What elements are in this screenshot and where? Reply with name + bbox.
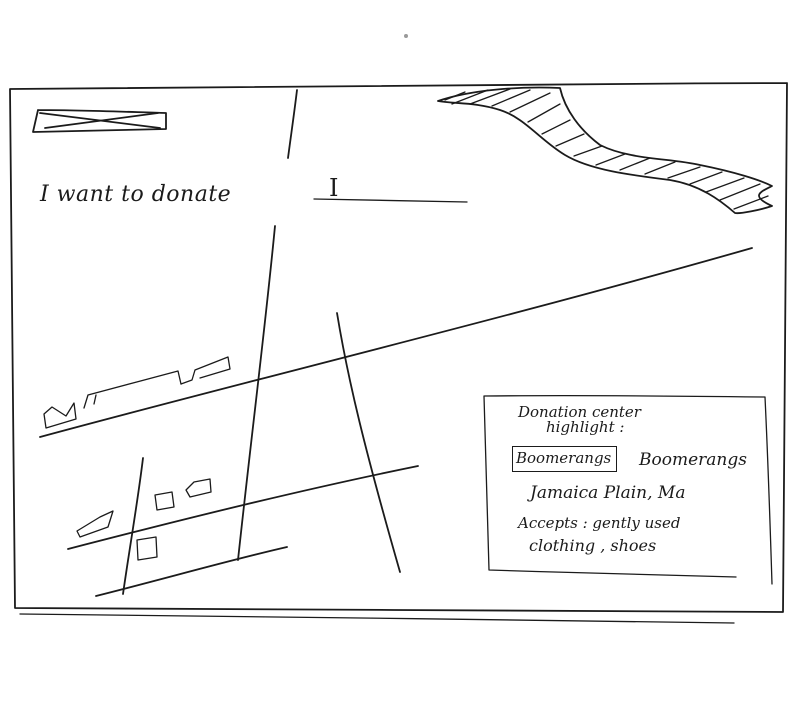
frame-bottom-line: [19, 613, 735, 624]
panel-title: Donation center: [518, 403, 641, 421]
text-cursor-icon[interactable]: I: [329, 174, 339, 202]
building-block-icon: [76, 478, 212, 561]
center-logo-badge[interactable]: [512, 446, 617, 472]
hatched-water-area-icon: [437, 86, 773, 215]
panel-subtitle: highlight :: [546, 418, 625, 436]
street-vertical-lower: [122, 457, 144, 595]
search-input-underline: [313, 198, 468, 203]
highlight-panel-border: [483, 394, 773, 585]
street-curved-right: [336, 312, 401, 573]
center-logo-text: Boomerangs: [516, 449, 612, 467]
street-vertical-top: [287, 89, 298, 159]
street-diagonal-lower2: [95, 546, 288, 597]
street-diagonal-lower1: [67, 465, 419, 550]
center-location: Jamaica Plain, Ma: [530, 483, 686, 503]
building-block-icon: [43, 356, 231, 429]
street-diagonal-long: [39, 247, 753, 438]
crossed-box-logo-icon[interactable]: [32, 109, 167, 133]
donate-prompt-label: I want to donate: [40, 182, 232, 207]
street-vertical-main: [237, 225, 276, 561]
accepts-line-2: clothing , shoes: [529, 536, 657, 555]
accepts-line-1: Accepts : gently used: [518, 514, 681, 532]
paper-dot: [404, 34, 408, 38]
center-name[interactable]: Boomerangs: [639, 450, 747, 470]
frame-border: [9, 82, 788, 613]
